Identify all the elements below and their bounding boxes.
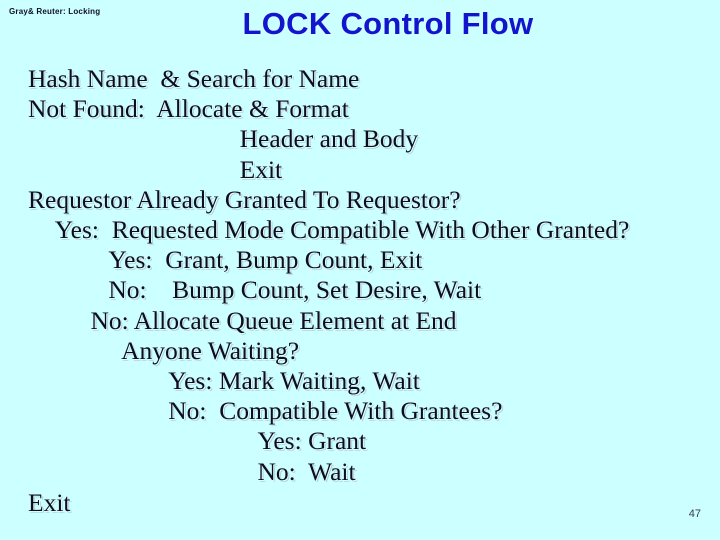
flow-line: Header and Body xyxy=(239,124,419,154)
flow-line: Yes: Grant, Bump Count, Exit xyxy=(108,245,423,275)
flow-line: Yes: Requested Mode Compatible With Othe… xyxy=(54,215,630,245)
flow-line: Exit xyxy=(239,154,283,184)
flow-line: No: Allocate Queue Element at End xyxy=(90,305,457,335)
flow-line: Requestor Already Granted To Requestor? xyxy=(28,184,461,214)
flow-line: Yes: Mark Waiting, Wait xyxy=(168,366,420,396)
page-number: 47 xyxy=(688,508,701,520)
flow-exit-label: Exit xyxy=(28,488,71,517)
flow-line: Not Found: Allocate & Format xyxy=(28,94,349,124)
flow-line: No: Compatible With Grantees? xyxy=(168,396,503,426)
flow-line: No: Wait xyxy=(257,456,356,486)
flow-line: Anyone Waiting? xyxy=(121,335,300,365)
running-header: Gray& Reuter: Locking xyxy=(9,7,101,16)
flow-line: Hash Name & Search for Name xyxy=(28,64,360,93)
page-title: LOCK Control Flow xyxy=(242,6,534,41)
flow-line: No: Bump Count, Set Desire, Wait xyxy=(108,275,482,305)
flow-line: Yes: Grant xyxy=(257,426,367,456)
